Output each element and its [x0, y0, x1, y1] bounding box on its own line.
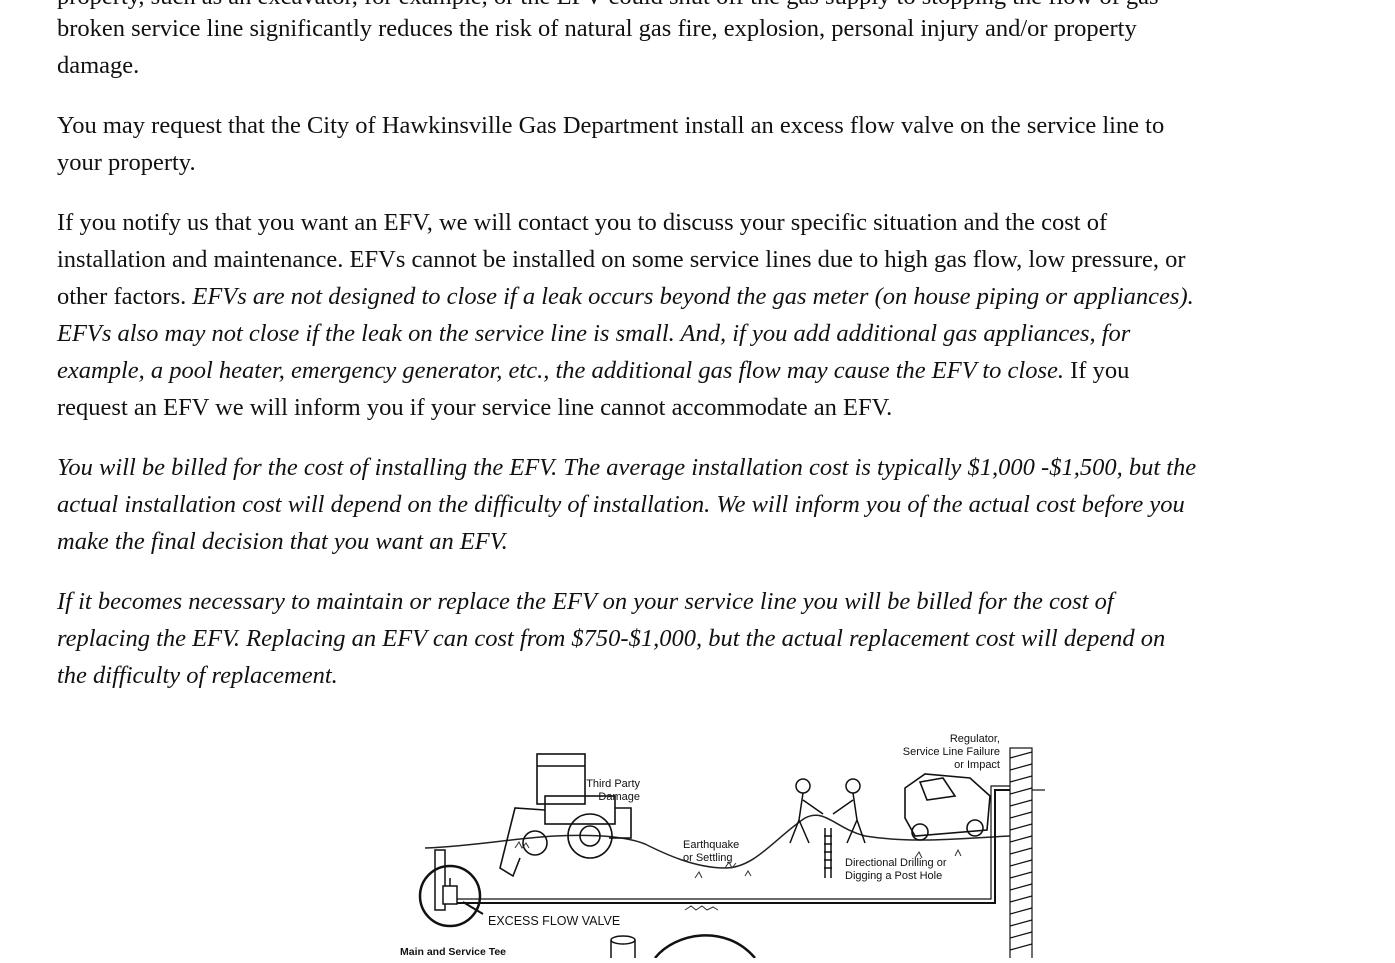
- label-regulator: Regulator,: [950, 733, 1000, 745]
- p3-line-4-italic: EFVs also may not close if the leak on t…: [57, 320, 1131, 347]
- label-earthquake: Earthquake: [683, 839, 739, 851]
- p5-line-1: If it becomes necessary to maintain or r…: [57, 588, 1114, 615]
- label-or-settling: or Settling: [683, 852, 733, 864]
- cut-off-top-line: property, such as an excavator, for exam…: [57, 0, 1159, 15]
- efv-illustration: Regulator, Service Line Failure or Impac…: [395, 718, 1095, 963]
- paragraph-replacement-cost: If it becomes necessary to maintain or r…: [57, 583, 1367, 694]
- p3-line-3b-italic: EFVs are not designed to close if a leak…: [192, 283, 1194, 310]
- paragraph-risk-reduction: broken service line significantly reduce…: [57, 10, 1367, 84]
- excavator-icon: [499, 753, 632, 878]
- p3-line-5b: If you: [1064, 357, 1130, 384]
- car-icon: [904, 773, 991, 841]
- label-or-impact: or Impact: [954, 759, 1000, 771]
- p4-line-1: You will be billed for the cost of insta…: [57, 454, 1197, 481]
- magnifier-arc: [654, 934, 756, 959]
- label-main-service-tee: Main and Service Tee: [400, 946, 506, 958]
- p5-line-3: the difficulty of replacement.: [57, 662, 338, 689]
- house-wall-icon: [1009, 747, 1045, 963]
- service-line-pipe-inner: [440, 785, 1010, 900]
- label-damage: Damage: [598, 791, 640, 803]
- p3-line-3a: other factors.: [57, 283, 193, 310]
- label-third-party: Third Party: [586, 778, 640, 790]
- paragraph-installation-cost: You will be billed for the cost of insta…: [57, 449, 1367, 560]
- p1-line-1: broken service line significantly reduce…: [57, 15, 1137, 42]
- p2-line-2: your property.: [57, 149, 196, 176]
- p3-line-1: If you notify us that you want an EFV, w…: [57, 209, 1108, 236]
- grass-tufts: [514, 841, 962, 911]
- label-digging-post-hole: Digging a Post Hole: [845, 870, 942, 882]
- drilling-site-icon: [789, 778, 866, 878]
- p3-line-5a-italic: example, a pool heater, emergency genera…: [57, 357, 1064, 384]
- p2-line-1: You may request that the City of Hawkins…: [57, 112, 1165, 139]
- main-riser: [434, 849, 446, 911]
- p3-line-2: installation and maintenance. EFVs canno…: [57, 246, 1186, 273]
- p3-line-6: request an EFV we will inform you if you…: [57, 394, 893, 421]
- efv-valve-icon: [442, 878, 458, 905]
- paragraph-request-efv: You may request that the City of Hawkins…: [57, 107, 1367, 181]
- p1-line-2: damage.: [57, 52, 140, 79]
- p4-line-2: actual installation cost will depend on …: [57, 491, 1185, 518]
- tank-icon: [610, 935, 636, 960]
- p5-line-2: replacing the EFV. Replacing an EFV can …: [57, 625, 1166, 652]
- efv-arrow: [462, 901, 484, 915]
- paragraph-efv-notification: If you notify us that you want an EFV, w…: [57, 204, 1367, 426]
- p4-line-3: make the final decision that you want an…: [57, 528, 508, 555]
- efv-circle-icon: [418, 864, 482, 928]
- label-excess-flow-valve: EXCESS FLOW VALVE: [488, 914, 620, 928]
- efv-diagram: Regulator, Service Line Failure or Impac…: [400, 733, 1045, 963]
- label-service-line-failure: Service Line Failure: [903, 746, 1000, 758]
- label-directional-drilling: Directional Drilling or: [845, 857, 947, 869]
